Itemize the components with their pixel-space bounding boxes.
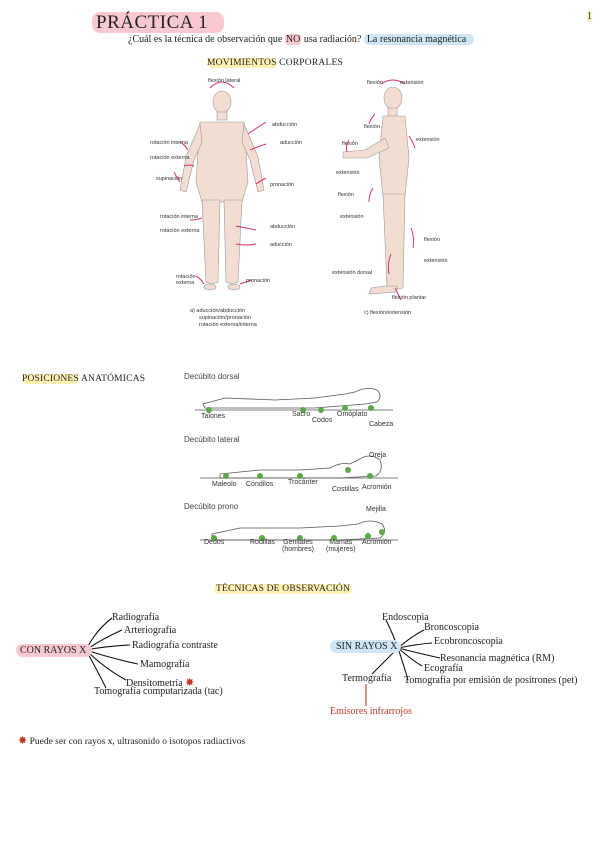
dorsal-point-1: Sacro (292, 411, 310, 418)
page-number: 1 (587, 11, 592, 22)
front-label-5: supinación (156, 176, 182, 182)
lateral-title: Decúbito lateral (184, 435, 240, 444)
front-caption-0: a) aducción/abducción (190, 308, 257, 315)
prono-point-6: Acromión (362, 539, 392, 546)
question-emphasis: NO (285, 34, 301, 45)
prono-point-5: (mujeres) (326, 546, 356, 553)
side-label-3: extensión (416, 137, 440, 143)
question-suffix: usa radiación? (301, 34, 361, 45)
footnote-text: Puede ser con rayos x, ultrasonido o iso… (30, 737, 246, 747)
side-label-5: extensión (336, 170, 360, 176)
front-label-3: rotación interna (150, 140, 188, 146)
con-rayos-label-text: CON RAYOS X (16, 644, 92, 657)
page-title: PRÁCTICA 1 (92, 12, 224, 34)
side-label-1: extensión (400, 80, 424, 86)
side-label-0: flexión (367, 80, 383, 86)
side-label-4: flexión (342, 141, 358, 147)
lateral-point-4: Acromión (362, 484, 392, 491)
lateral-point-2: Trocánter (288, 479, 318, 486)
prono-genitales: Genitales (hombres) (282, 539, 314, 553)
prono-point-2: Genitales (282, 539, 314, 546)
question-prefix: ¿Cuál es la técnica de observación que (128, 34, 285, 45)
side-label-8: flexión (424, 237, 440, 243)
dorsal-point-2: Codos (312, 417, 332, 424)
techniques-heading-text: TÉCNICAS DE OBSERVACIÓN (214, 584, 352, 594)
movements-heading-b: CORPORALES (277, 58, 343, 68)
sin-rayos-item-5: Tomografía por emisión de positrones (pe… (404, 675, 577, 686)
positions-heading: POSICIONES ANATÓMICAS (22, 374, 145, 384)
front-label-2: aducción (280, 140, 302, 146)
lateral-point-3: Costillas (332, 486, 358, 493)
dorsal-point-3: Omóplato (337, 411, 367, 418)
side-label-2: flexión (364, 124, 380, 130)
front-caption-1: supinación/pronación (190, 315, 257, 322)
front-label-7: rotación interna (160, 214, 198, 220)
movements-heading: MOVIMIENTOS CORPORALES (207, 58, 343, 68)
sin-rayos-label-text: SIN RAYOS X (330, 640, 401, 653)
prono-title: Decúbito prono (184, 502, 238, 511)
front-body-figure (140, 72, 320, 332)
front-label-8: rotación externa (160, 228, 199, 234)
question-answer: La resonancia magnética (364, 34, 474, 45)
con-rayos-item-1: Arteriografía (124, 625, 176, 636)
side-label-11: flexión plantar (392, 295, 426, 301)
front-label-6: pronación (270, 182, 294, 188)
prono-point-3: (hombres) (282, 546, 314, 553)
side-label-9: extensión (424, 258, 448, 264)
sin-rayos-item-2: Ecobroncoscopia (434, 636, 503, 647)
lateral-point-5: Oreja (369, 452, 386, 459)
sin-rayos-sub-item: Emisores infrarrojos (330, 706, 412, 717)
footnote: ✸ Puede ser con rayos x, ultrasonido o i… (18, 734, 245, 747)
prono-point-0: Dedos (204, 539, 224, 546)
sin-rayos-item-4: Ecografía (424, 663, 463, 674)
front-label-10: aducción (270, 242, 292, 248)
side-label-6: flexión (338, 192, 354, 198)
techniques-heading: TÉCNICAS DE OBSERVACIÓN (214, 584, 352, 594)
dorsal-point-0: Talones (201, 413, 225, 420)
front-label-0: flexión lateral (208, 78, 240, 84)
front-label-4: rotación externa (150, 155, 189, 161)
con-rayos-label: CON RAYOS X (16, 645, 92, 656)
con-rayos-item-0: Radiografía (112, 612, 159, 623)
lateral-point-1: Cóndilos (246, 481, 273, 488)
front-label-1: abducción (272, 122, 297, 128)
sin-rayos-item-0: Endoscopia (382, 612, 429, 623)
front-label-9: abducción (270, 224, 295, 230)
side-label-10: extensión dorsal (332, 270, 372, 276)
side-label-7: extensión (340, 214, 364, 220)
dorsal-point-4: Cabeza (369, 421, 393, 428)
con-rayos-item-2: Radiografía contraste (132, 640, 218, 651)
sin-rayos-item-6: Termografía (342, 673, 391, 684)
prono-point-1: Rodillas (250, 539, 275, 546)
prono-mamas: Mamas (mujeres) (326, 539, 356, 553)
positions-heading-a: POSICIONES (22, 374, 79, 384)
front-caption: a) aducción/abducción supinación/pronaci… (190, 308, 257, 329)
side-caption: c) flexión/extensión (364, 310, 411, 316)
front-label-12: pronación (246, 278, 270, 284)
sin-rayos-label: SIN RAYOS X (330, 641, 401, 652)
front-label-11: rotación externa (176, 274, 214, 286)
dorsal-figure (195, 380, 395, 414)
con-rayos-item-3: Mamografía (140, 659, 189, 670)
lateral-point-0: Maleolo (212, 481, 237, 488)
question: ¿Cuál es la técnica de observación que N… (128, 34, 474, 45)
sin-rayos-item-1: Broncoscopia (424, 622, 479, 633)
asterisk-icon: ✸ (18, 735, 27, 747)
prono-point-4: Mamas (326, 539, 356, 546)
page-title-text: PRÁCTICA 1 (92, 12, 224, 33)
front-caption-2: rotación externa/interna (190, 322, 257, 329)
prono-point-7: Mejilla (366, 506, 386, 513)
con-rayos-item-5: Tomografía computarizada (tac) (94, 686, 223, 697)
positions-heading-b: ANATÓMICAS (79, 374, 145, 384)
movements-heading-a: MOVIMIENTOS (207, 58, 277, 68)
